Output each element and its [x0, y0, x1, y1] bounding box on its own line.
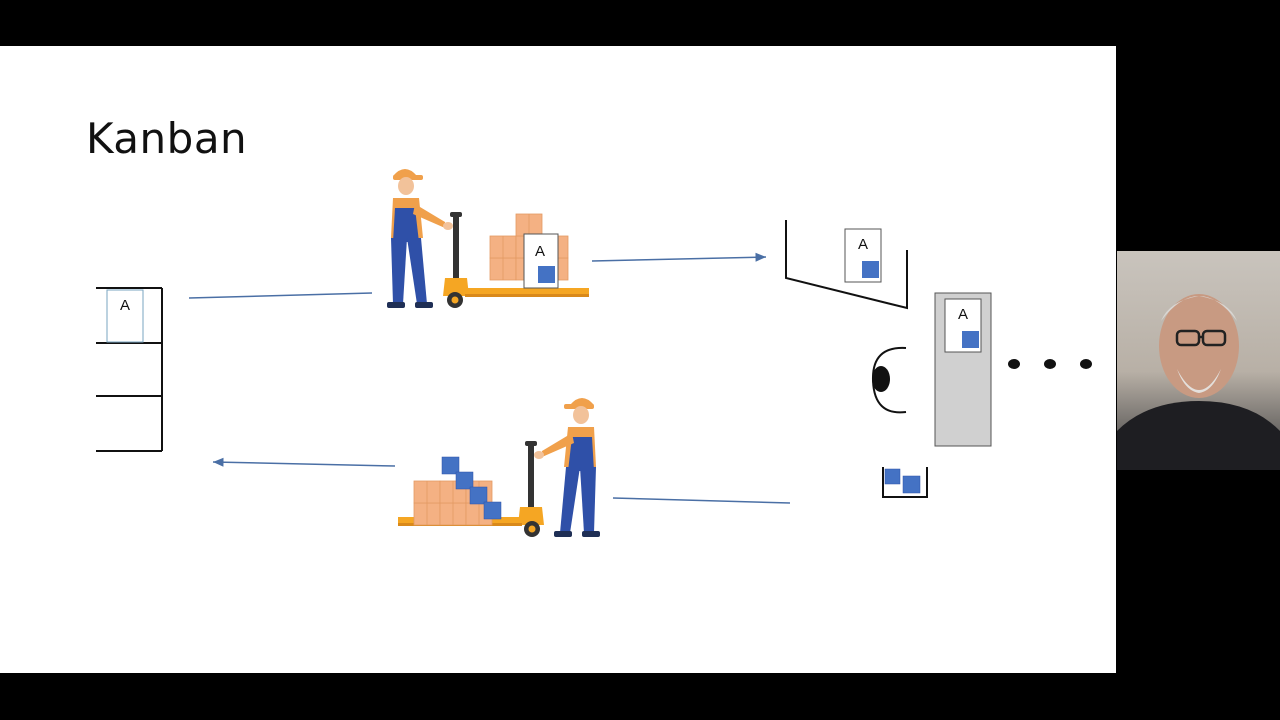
- worker-with-pallet-jack-icon: A: [387, 169, 589, 308]
- pallet-card-label: A: [535, 243, 545, 260]
- shelf-card-label: A: [120, 297, 130, 314]
- presentation-slide: Kanban: [0, 46, 1116, 673]
- ellipsis-icon: [1008, 359, 1092, 369]
- kanban-board: A: [934, 292, 992, 447]
- flow-arrow-bottom-right: [612, 497, 791, 504]
- board-card-label: A: [958, 306, 968, 323]
- parts-bin: [882, 467, 928, 498]
- slide-title: Kanban: [86, 114, 248, 163]
- worker-with-pallet-jack-icon: [398, 398, 600, 537]
- eye-icon: [871, 346, 907, 414]
- kanban-diagram: A A A: [96, 169, 1092, 537]
- supermarket-shelf: A: [96, 287, 163, 452]
- presenter-icon: [1117, 294, 1280, 470]
- webcam-presenter-video: [1117, 251, 1280, 470]
- kanban-post: A: [785, 220, 908, 310]
- flow-arrow-bottom-left: [212, 457, 396, 467]
- flow-arrow-top-left: [188, 292, 373, 299]
- post-card-label: A: [858, 236, 868, 253]
- flow-arrow-top-right: [591, 252, 767, 262]
